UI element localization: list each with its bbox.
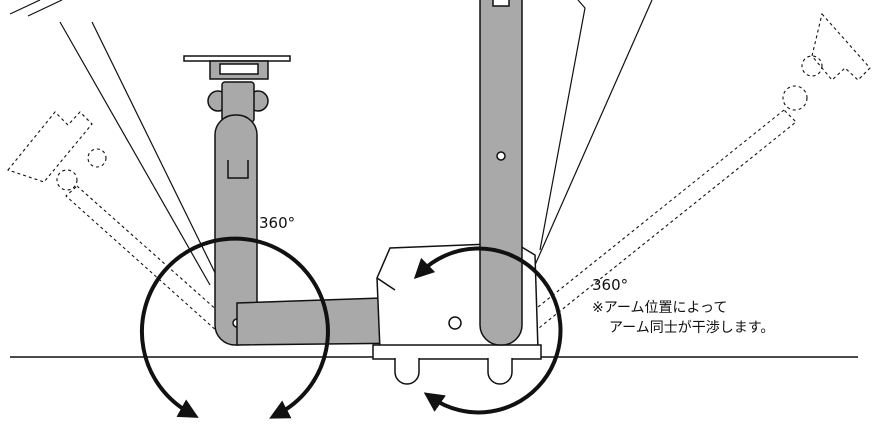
right-monitor-arm (479, 0, 523, 346)
right-rotation-label: 360° (592, 276, 629, 294)
left-monitor-arm (183, 55, 291, 346)
callout-lines (9, 0, 653, 286)
left-rotation-arrow (140, 236, 330, 419)
interference-note-line2: アーム同士が干渉します。 (609, 320, 775, 336)
interference-note-line1: ※アーム位置によって (592, 300, 728, 316)
left-rotation-label: 360° (259, 214, 296, 232)
right-rotation-arrow (413, 246, 563, 415)
